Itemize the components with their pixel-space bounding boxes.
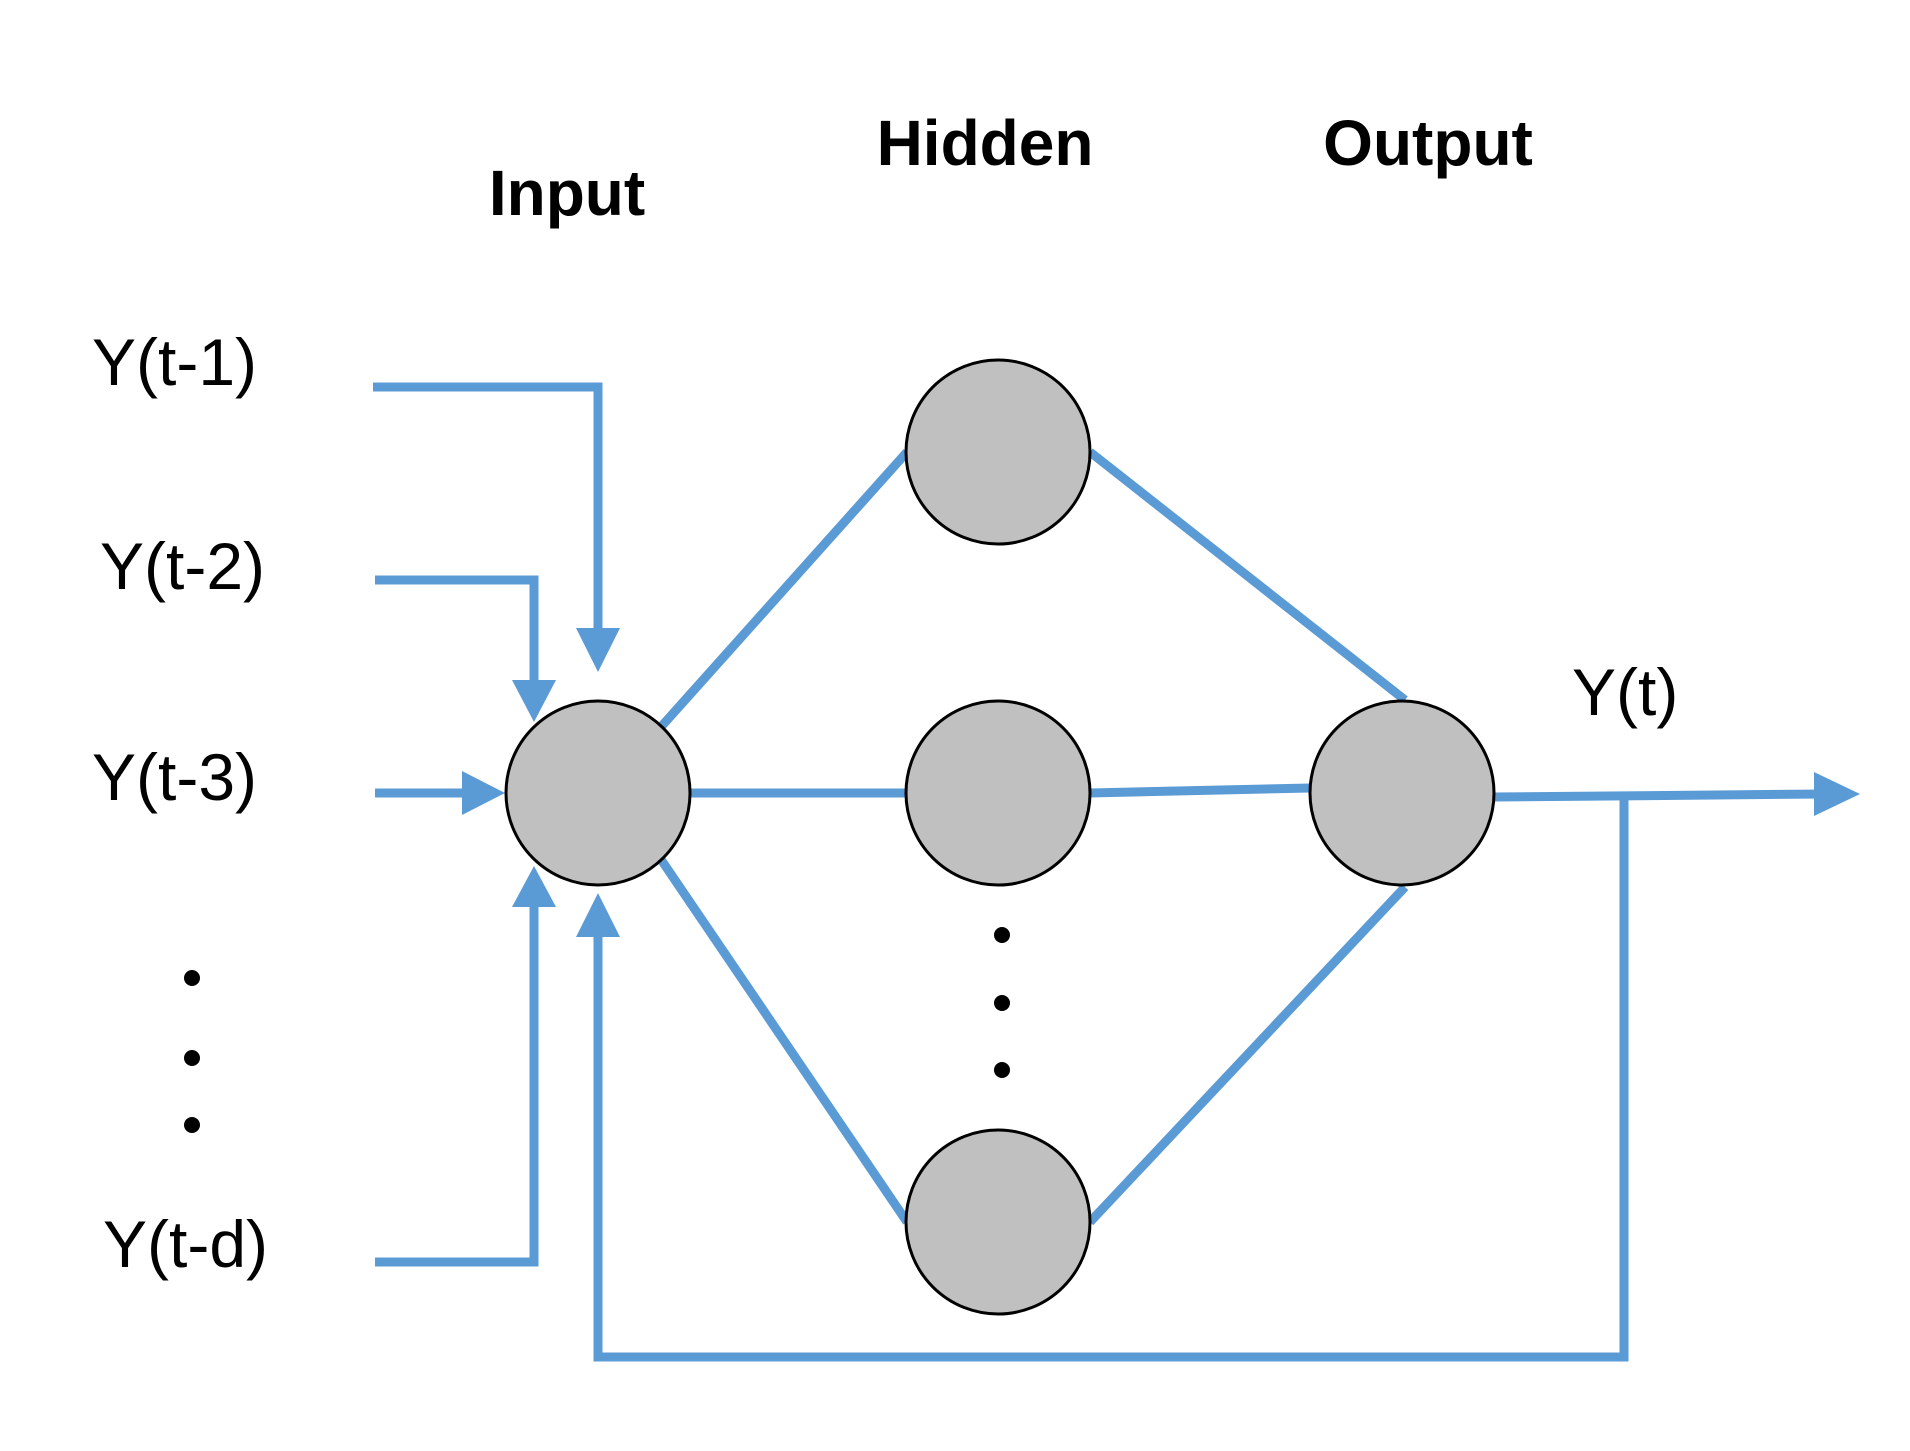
input-label-t-1: Y(t-1): [92, 325, 257, 399]
input-ellipsis: [184, 970, 200, 1133]
arrowhead-input-t-2: [512, 680, 556, 722]
wire-feedback: [593, 797, 1629, 1362]
wire-hidden-1-to-output: [1087, 448, 1408, 704]
wire-input-t-d: [375, 902, 539, 1267]
wire-hidden-3-to-output: [1086, 883, 1409, 1226]
arrowhead-input-t-1: [576, 628, 620, 672]
hidden-ellipsis: [994, 927, 1010, 1078]
input-label-t-3: Y(t-3): [92, 740, 257, 814]
wire-output: [1493, 789, 1826, 802]
hidden-layer-label: Hidden: [877, 107, 1094, 179]
input-label-t-d: Y(t-d): [103, 1207, 268, 1281]
input-layer-label: Input: [489, 157, 645, 229]
wire-hidden-2-to-output: [1089, 783, 1311, 798]
output-node: [1308, 699, 1496, 887]
arrowhead-input-t-3: [462, 771, 505, 815]
wire-input-to-hidden-1: [656, 448, 911, 732]
arrowhead-output: [1814, 772, 1860, 816]
arrowhead-input-t-d: [512, 866, 556, 907]
hidden-node-3: [904, 1128, 1092, 1316]
output-layer-label: Output: [1323, 107, 1533, 179]
output-label: Y(t): [1572, 655, 1678, 729]
hidden-node-2: [904, 699, 1092, 887]
hidden-node-1: [904, 358, 1092, 546]
wire-input-t-1: [373, 382, 603, 642]
wire-input-to-hidden-3: [656, 855, 911, 1225]
input-node: [504, 699, 692, 887]
input-label-t-2: Y(t-2): [100, 529, 265, 603]
wire-input-t-2: [375, 575, 539, 690]
arrowhead-feedback: [576, 893, 620, 937]
